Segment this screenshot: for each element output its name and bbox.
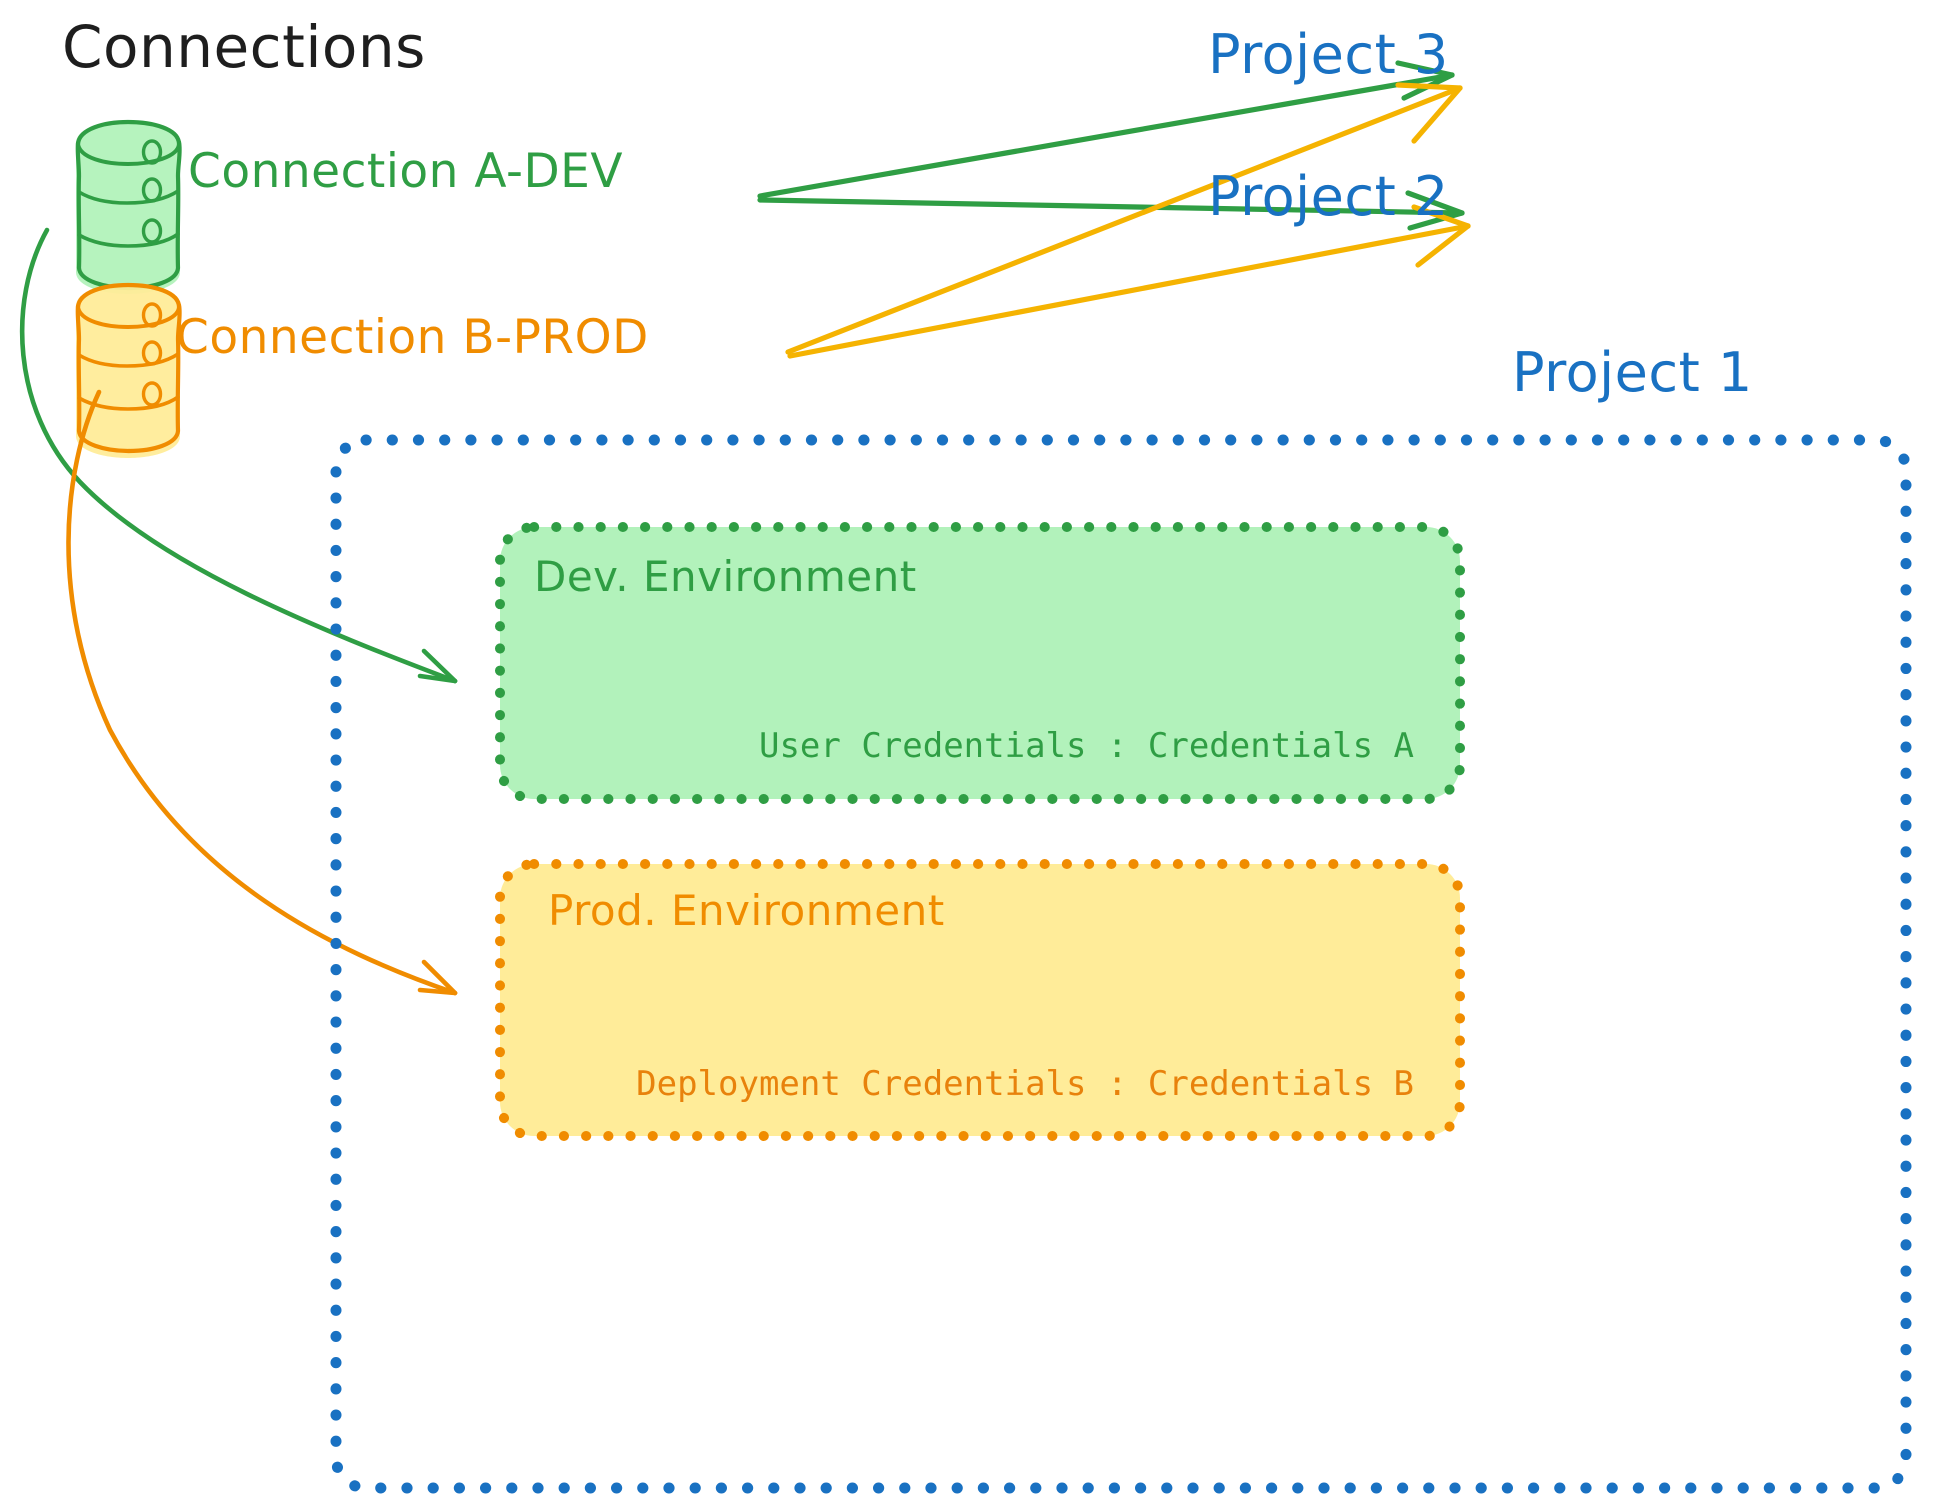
project-3-label: Project 3 [1208, 23, 1449, 86]
prod-environment-box [495, 859, 1465, 1141]
database-icon-connection-a [75, 119, 182, 294]
project-2-label: Project 2 [1208, 165, 1449, 228]
dev-credentials-row: User Credentials : Credentials A [500, 726, 1460, 766]
arrow-connection-b-to-project-2 [787, 204, 1471, 359]
project-1-container [330, 434, 1912, 1494]
arrow-connection-a-to-project-2 [757, 190, 1465, 231]
arrow-connection-b-to-project-3 [785, 82, 1463, 355]
connection-a-label: Connection A-DEV [188, 144, 623, 199]
prod-credentials-row: Deployment Credentials : Credentials B [500, 1064, 1460, 1104]
prod-credentials-text: Deployment Credentials : Credentials B [636, 1064, 1414, 1104]
prod-environment-title: Prod. Environment [548, 886, 945, 935]
dev-environment-box [495, 522, 1465, 804]
arrow-connection-b-to-prod-environment [66, 389, 458, 996]
page-title: Connections [62, 13, 426, 81]
database-icon-connection-b [75, 282, 182, 458]
dev-environment-title: Dev. Environment [534, 552, 917, 601]
project-1-label: Project 1 [1512, 341, 1753, 404]
connection-b-label: Connection B-PROD [176, 310, 649, 365]
dev-credentials-text: User Credentials : Credentials A [758, 726, 1414, 766]
